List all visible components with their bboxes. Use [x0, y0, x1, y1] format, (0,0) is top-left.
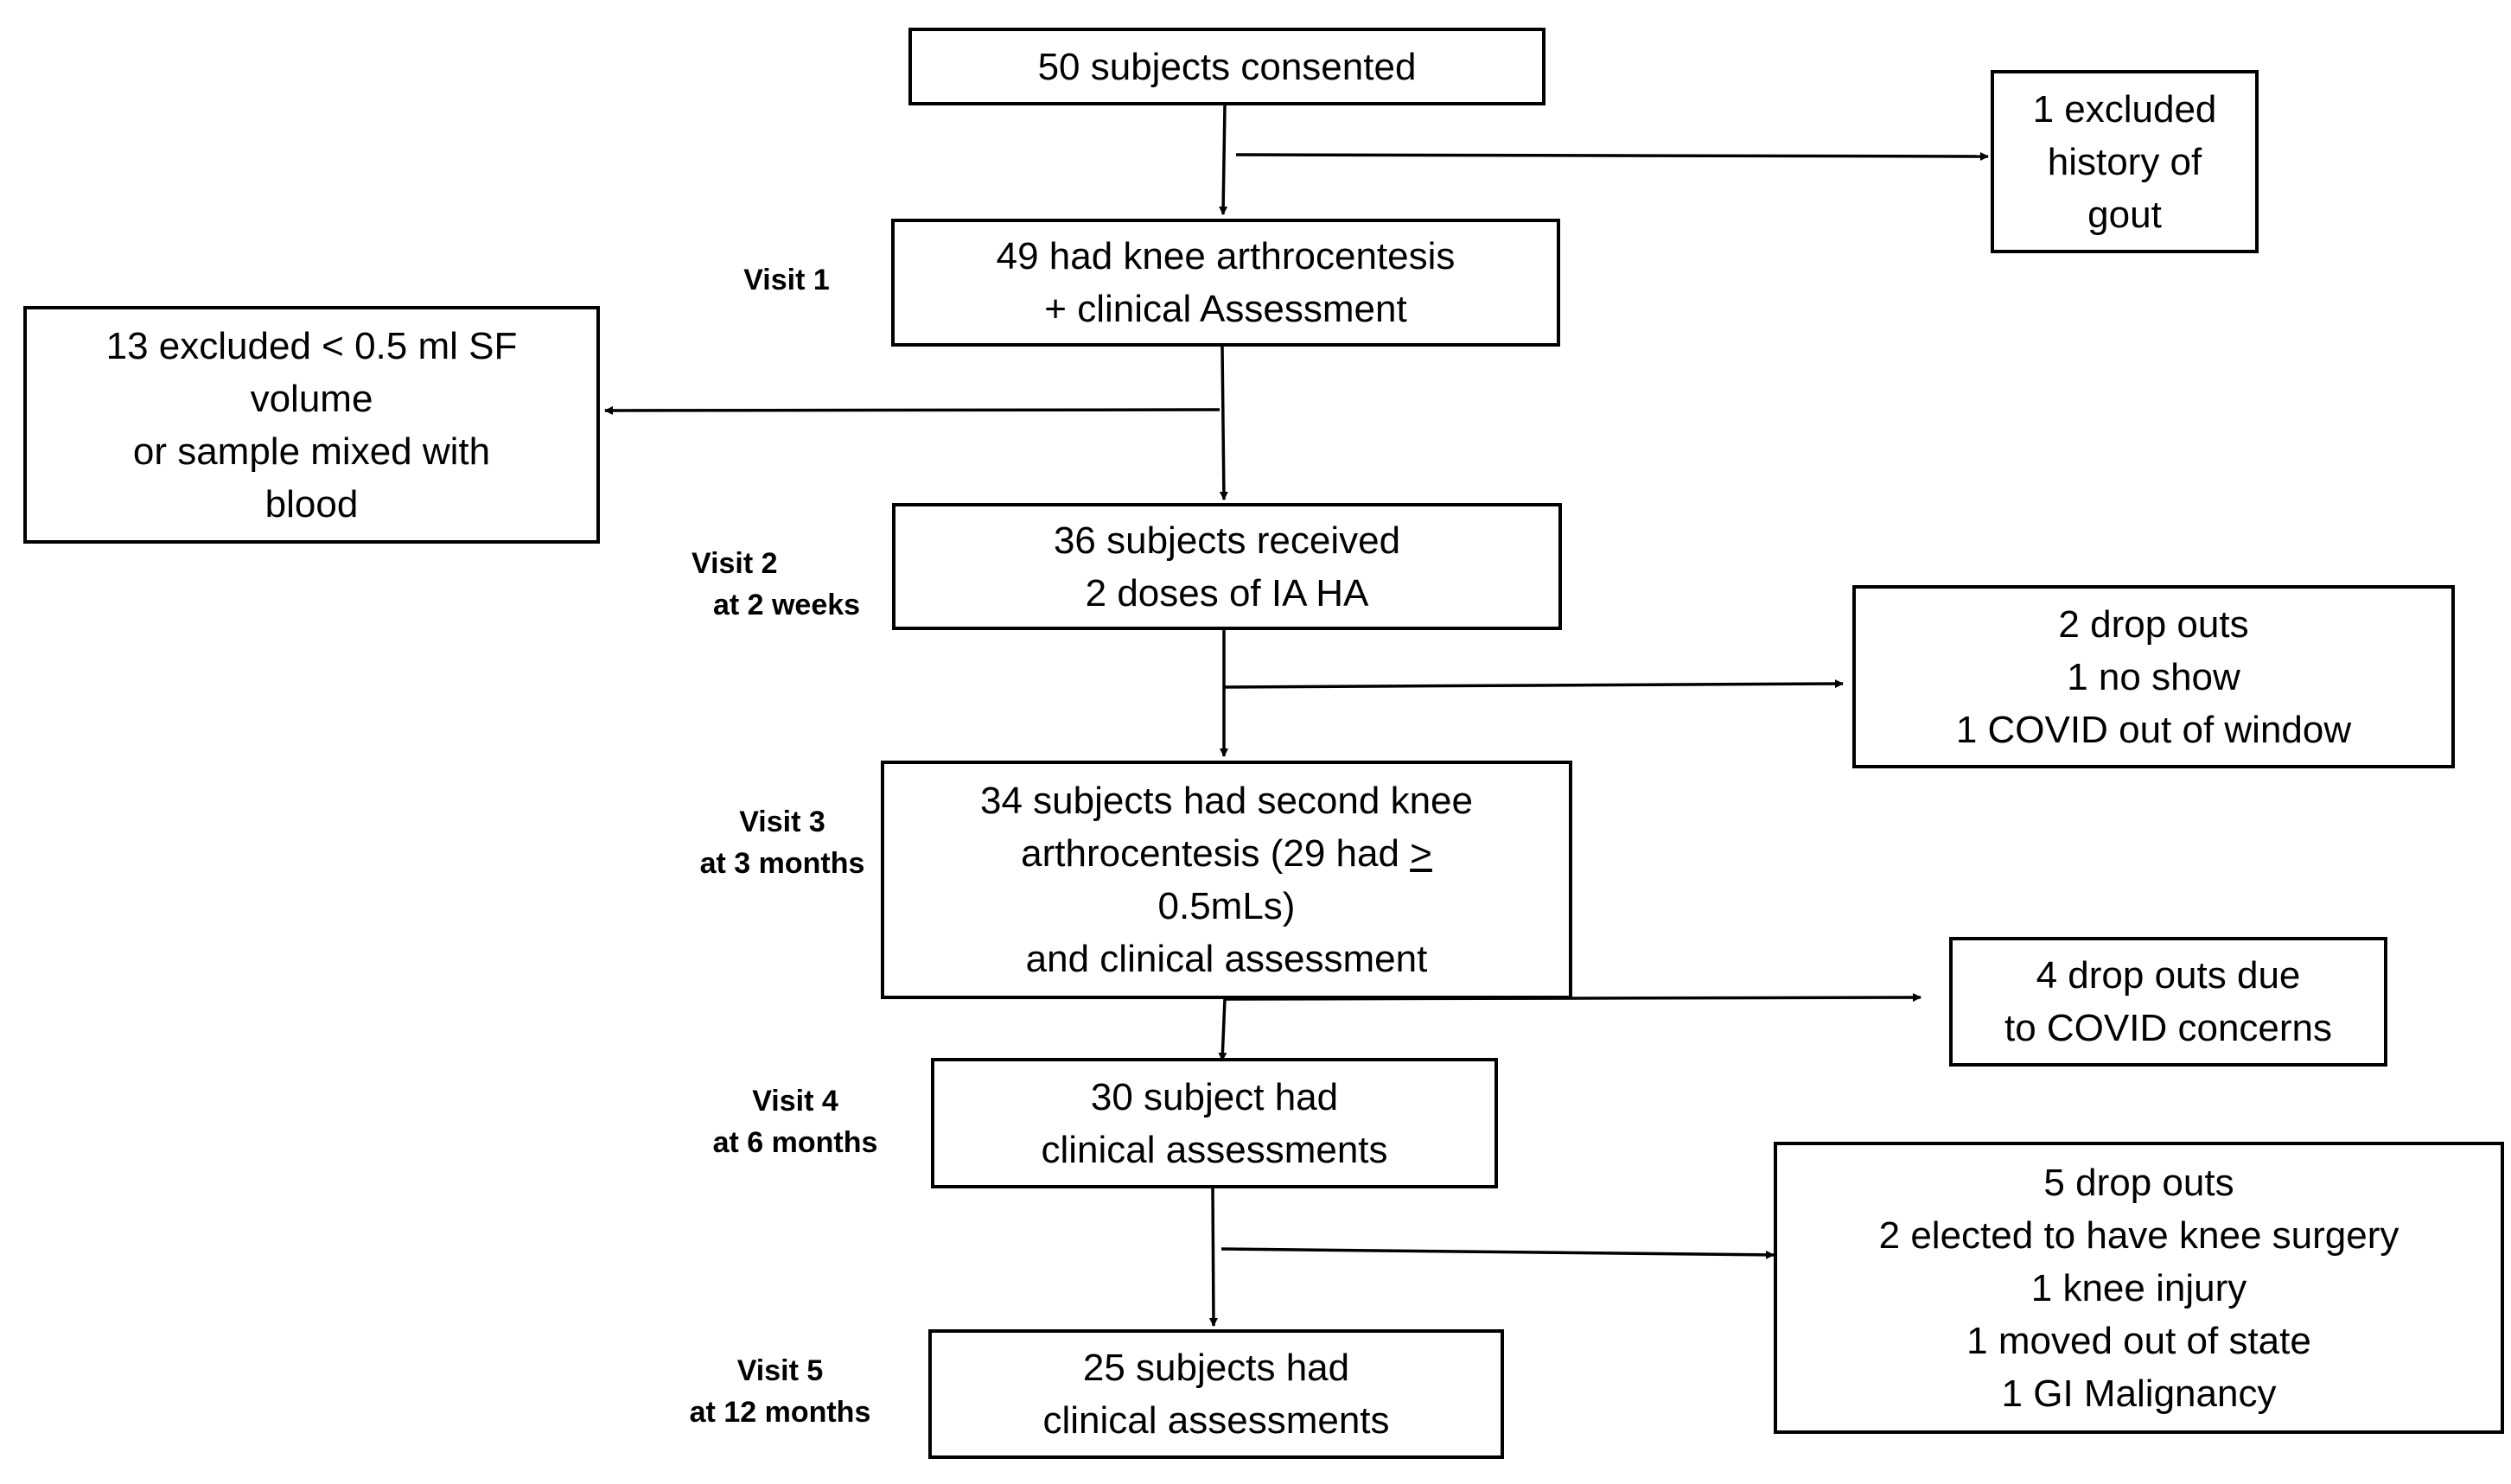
visit-label-line: at 12 months: [689, 1396, 871, 1429]
visit3-line: arthrocentesis (29 had >: [1021, 827, 1432, 880]
visit4-line: clinical assessments: [1041, 1128, 1388, 1171]
arrow-to-gout-exclusion: [1235, 151, 1989, 161]
dropouts-5-line: 2 elected to have knee surgery: [1878, 1213, 2399, 1257]
gout-line: history of: [2047, 140, 2202, 183]
dropouts-4-line: 4 drop outs due: [2036, 954, 2301, 997]
visit1-box: 49 had knee arthrocentesis + clinical As…: [891, 219, 1560, 347]
sf-line: or sample mixed with: [132, 430, 491, 473]
gout-exclusion-box: 1 excluded history of gout: [1991, 70, 2259, 253]
arrow-consented-to-visit1: [1219, 105, 1228, 215]
dropouts-5-line: 1 knee injury: [2030, 1266, 2247, 1309]
dropouts-2-line: 2 drop outs: [2058, 602, 2249, 646]
visit3-line2-text: arthrocentesis (29 had: [1021, 832, 1411, 875]
sf-line: volume: [250, 377, 373, 420]
visit5-line: clinical assessments: [1042, 1399, 1390, 1442]
sf-line: 13 excluded < 0.5 ml SF: [105, 324, 518, 367]
dropouts-2-line: 1 no show: [2067, 655, 2240, 698]
dropouts-5-line: 1 GI Malignancy: [2001, 1372, 2277, 1415]
visit5-box: 25 subjects had clinical assessments: [928, 1329, 1504, 1459]
visit5-line: 25 subjects had: [1082, 1347, 1350, 1389]
visit-2-label: Visit 2 at 2 weeks: [691, 543, 882, 626]
visit3-box: 34 subjects had second knee arthrocentes…: [881, 761, 1572, 999]
visit2-line: 36 subjects received: [1053, 519, 1401, 562]
arrow-visit1-to-visit2: [1219, 346, 1228, 500]
visit-3-label: Visit 3 at 3 months: [683, 801, 882, 884]
dropouts-5-line: 5 drop outs: [2043, 1161, 2234, 1204]
visit1-line: 49 had knee arthrocentesis: [996, 235, 1456, 277]
visit-label-line: at 2 weeks: [712, 589, 861, 621]
dropouts-4-line: to COVID concerns: [2004, 1007, 2333, 1049]
visit1-line: + clinical Assessment: [1044, 288, 1407, 330]
arrow-to-sf-exclusion: [604, 405, 1220, 415]
dropouts-5-line: 1 moved out of state: [1966, 1319, 2311, 1362]
arrow-to-dropouts-2: [1223, 679, 1844, 689]
dropouts-4-box: 4 drop outs due to COVID concerns: [1949, 937, 2387, 1067]
visit2-box: 36 subjects received 2 doses of IA HA: [892, 503, 1562, 630]
sf-line: blood: [264, 482, 359, 525]
visit3-line: and clinical assessment: [1025, 938, 1428, 980]
visit4-box: 30 subject had clinical assessments: [931, 1058, 1498, 1188]
visit4-line: 30 subject had: [1090, 1075, 1339, 1118]
visit-5-label: Visit 5 at 12 months: [674, 1350, 886, 1433]
gout-line: gout: [2087, 193, 2162, 236]
dropouts-5-box: 5 drop outs 2 elected to have knee surge…: [1774, 1142, 2504, 1434]
dropouts-2-line: 1 COVID out of window: [1955, 708, 2352, 751]
visit-4-label: Visit 4 at 6 months: [696, 1080, 895, 1163]
sf-exclusion-box: 13 excluded < 0.5 ml SF volume or sample…: [23, 306, 600, 544]
visit-label-line: Visit 2: [691, 547, 778, 580]
visit-label-line: at 3 months: [699, 847, 865, 880]
arrow-visit4-to-visit5: [1208, 1186, 1218, 1327]
visit-label-line: Visit 4: [752, 1085, 838, 1118]
visit-label-line: Visit 5: [736, 1354, 824, 1387]
consented-box: 50 subjects consented: [908, 28, 1545, 105]
gte-symbol: >: [1410, 832, 1432, 875]
consented-text: 50 subjects consented: [1037, 45, 1417, 88]
arrow-to-dropouts-5: [1220, 1247, 1775, 1259]
dropouts-2-box: 2 drop outs 1 no show 1 COVID out of win…: [1852, 585, 2455, 768]
visit-label-line: Visit 1: [743, 264, 830, 296]
visit-label-line: at 6 months: [712, 1126, 878, 1159]
arrow-visit3-to-visit4: [1218, 998, 1227, 1061]
visit3-line: 34 subjects had second knee: [980, 780, 1473, 822]
visit-1-label: Visit 1: [717, 259, 856, 301]
visit3-line: 0.5mLs): [1157, 885, 1296, 927]
visit-label-line: Visit 3: [739, 806, 825, 838]
visit2-line: 2 doses of IA HA: [1085, 571, 1369, 615]
gout-line: 1 excluded: [2032, 87, 2217, 131]
